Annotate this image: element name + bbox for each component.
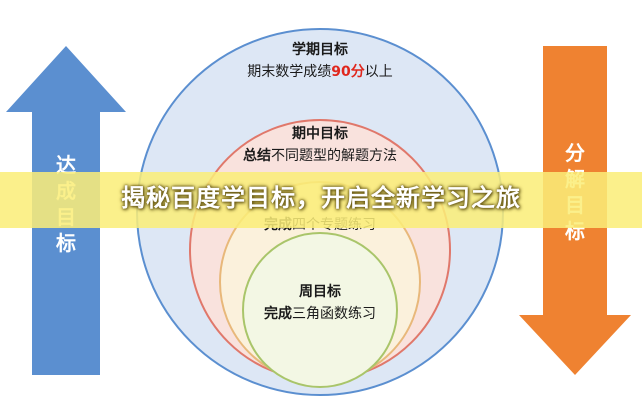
midterm-goal-desc: 总结不同题型的解题方法	[243, 147, 397, 164]
weekly-goal-title: 周目标	[299, 283, 341, 300]
achieve-goal-char-1: 达	[56, 153, 76, 177]
title-banner	[0, 172, 642, 228]
semester-goal-title: 学期目标	[292, 41, 348, 58]
decompose-goal-char-1: 分	[565, 141, 585, 165]
banner-title: 揭秘百度学目标，开启全新学习之旅	[121, 184, 521, 212]
semester-goal-desc: 期末数学成绩90分以上	[247, 64, 392, 80]
achieve-goal-char-4: 标	[56, 231, 76, 255]
midterm-goal-title: 期中目标	[292, 125, 348, 142]
weekly-goal-desc: 完成三角函数练习	[264, 305, 376, 322]
weekly-goal-circle	[242, 232, 398, 388]
